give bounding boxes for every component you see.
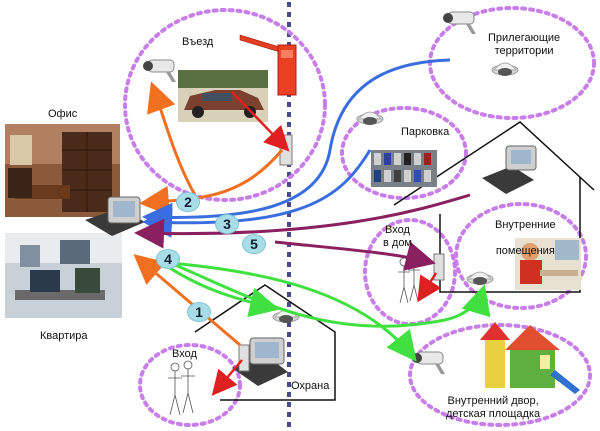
route-number-3: 3 bbox=[215, 214, 239, 234]
label-parking: Парковка bbox=[401, 126, 450, 138]
label-house-entry: Вход в дом bbox=[383, 224, 412, 249]
route-2-to-office bbox=[139, 149, 284, 216]
route-2-to-camera bbox=[147, 81, 197, 196]
label-entry-zone: Въезд bbox=[182, 36, 214, 48]
camera-adjacent-dome bbox=[491, 62, 519, 77]
route-5-main bbox=[134, 193, 471, 249]
people-entrance-sketch bbox=[168, 360, 195, 416]
route-4-to-internal bbox=[157, 256, 491, 328]
label-yard-playground: Внутренний двор, детская площадка bbox=[446, 395, 541, 420]
playground-image bbox=[480, 322, 580, 394]
route-4-to-yard bbox=[157, 260, 417, 362]
route-number-2: 2 bbox=[176, 192, 200, 212]
zone-yard-outline bbox=[408, 323, 592, 427]
route-5-to-house-entry bbox=[274, 240, 436, 271]
camera-internal-dome bbox=[466, 271, 494, 286]
office-photo bbox=[5, 124, 120, 217]
label-internal-rooms: Внутренние помещения bbox=[495, 219, 556, 257]
apartment-photo bbox=[5, 233, 122, 318]
camera-parking-dome bbox=[356, 111, 384, 126]
label-adjacent-territories: Прилегающие территории bbox=[488, 32, 561, 57]
route-number-5: 5 bbox=[242, 234, 266, 254]
house-monitor bbox=[482, 145, 537, 194]
route-1-orange bbox=[133, 254, 241, 347]
zone-entrance-outline bbox=[138, 343, 242, 427]
route-3-from-parking bbox=[142, 149, 372, 238]
security-monitor bbox=[232, 337, 288, 386]
people-house-entry-sketch bbox=[398, 255, 420, 304]
zone-entry-outline bbox=[123, 8, 327, 202]
barrier-gate bbox=[239, 34, 297, 96]
route-number-4: 4 bbox=[156, 249, 180, 269]
route-number-1: 1 bbox=[187, 302, 211, 322]
internal-room-photo bbox=[515, 238, 581, 290]
zone-internal-outline bbox=[454, 202, 588, 310]
label-apartment: Квартира bbox=[40, 330, 88, 342]
camera-yard-box bbox=[411, 351, 446, 375]
label-entrance: Вход bbox=[172, 348, 197, 360]
label-security: Охрана bbox=[291, 380, 330, 392]
parking-photo bbox=[371, 150, 437, 187]
route-4-to-security-cam bbox=[157, 258, 280, 318]
label-office: Офис bbox=[48, 108, 78, 120]
camera-entry-box bbox=[142, 59, 177, 83]
zone-adjacent-outline bbox=[428, 6, 596, 120]
entrance-call-panel bbox=[238, 344, 250, 372]
office-monitor bbox=[85, 196, 145, 236]
